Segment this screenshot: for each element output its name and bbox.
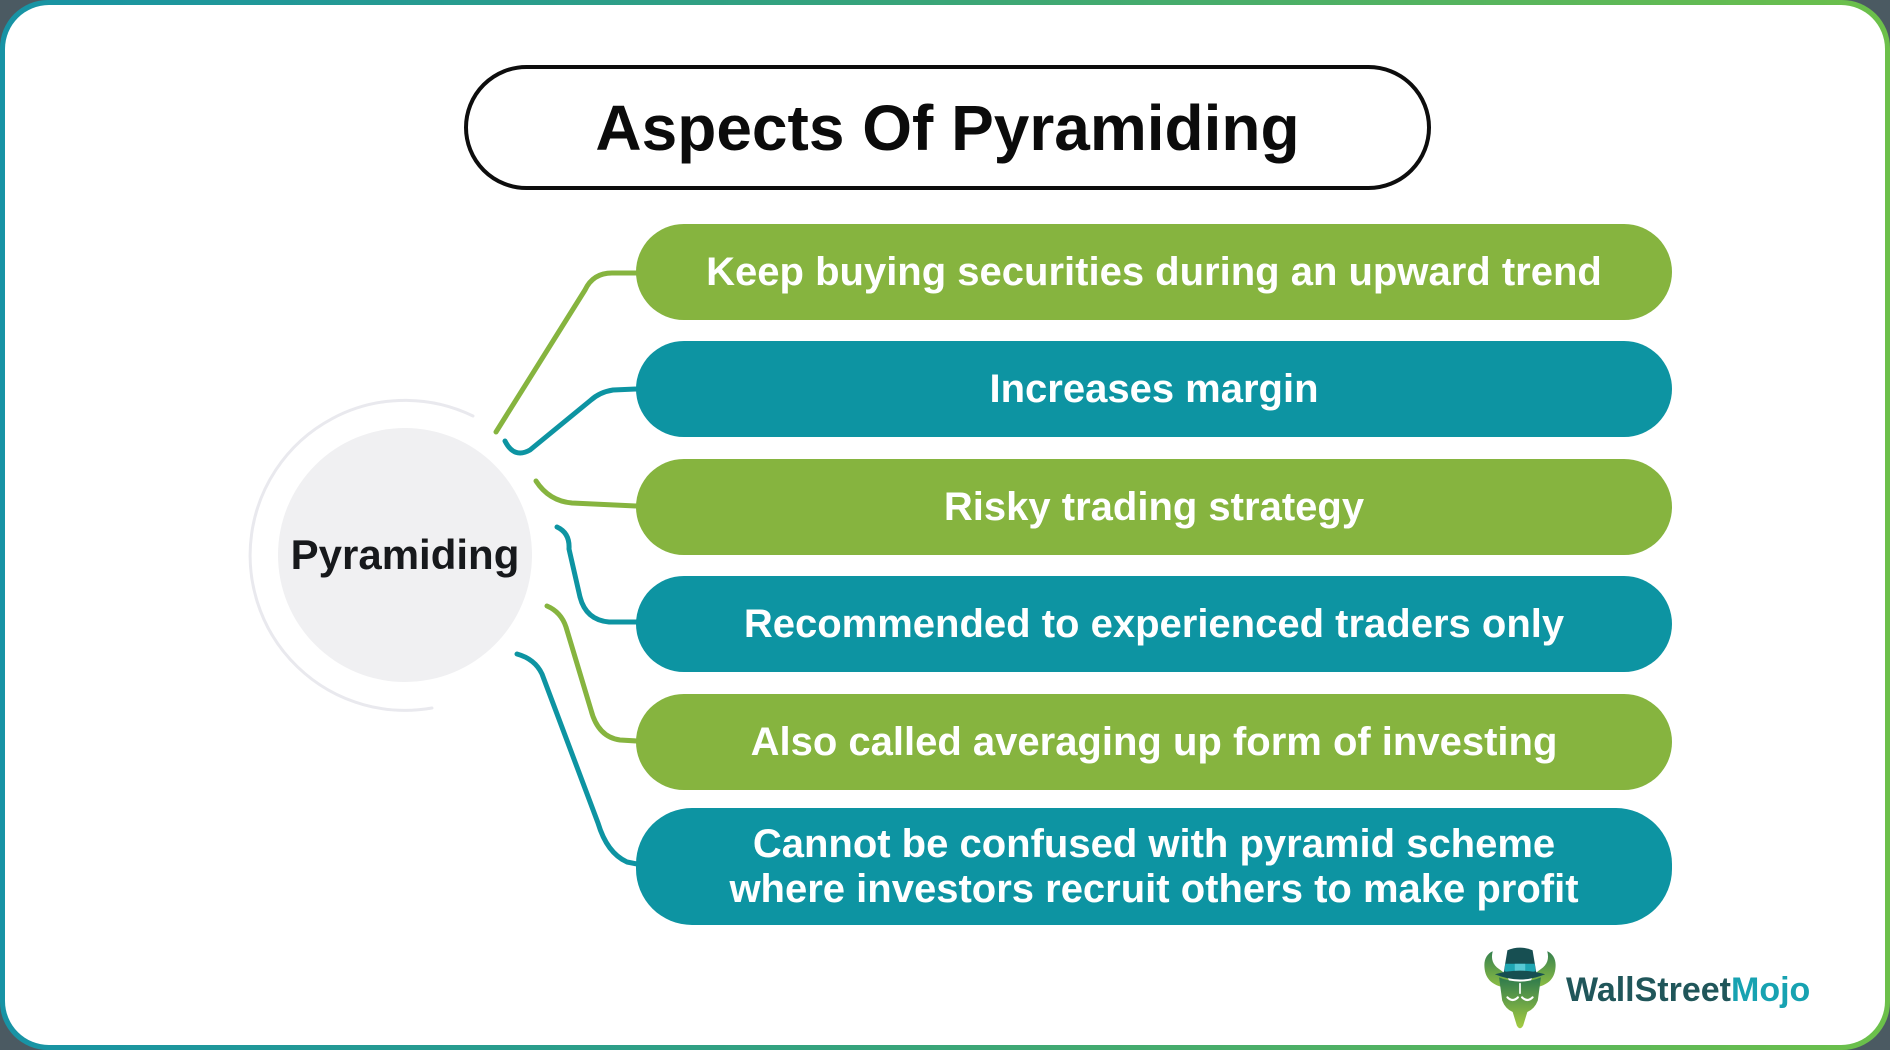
aspect-bar-2: Increases margin: [636, 341, 1672, 437]
aspect-bar-1-text: Keep buying securities during an upward …: [706, 249, 1602, 294]
connector-graphic: [248, 270, 640, 867]
aspect-bar-6: Cannot be confused with pyramid scheme w…: [636, 808, 1672, 925]
aspect-bar-5: Also called averaging up form of investi…: [636, 694, 1672, 790]
diagram-layer: Aspects Of Pyramiding Pyramiding Keep bu…: [5, 5, 1885, 1045]
connector-line-1: [493, 270, 640, 435]
brand-name-part1: WallStreet: [1566, 970, 1732, 1009]
aspect-bar-3: Risky trading strategy: [636, 459, 1672, 555]
center-topic-label: Pyramiding: [290, 531, 520, 578]
card: Aspects Of Pyramiding Pyramiding Keep bu…: [5, 5, 1885, 1045]
connector-line-3: [533, 478, 640, 509]
aspect-bar-6-text-line2: where investors recruit others to make p…: [729, 866, 1579, 911]
aspect-bar-4-text: Recommended to experienced traders only: [743, 601, 1565, 646]
connector-line-2: [502, 386, 640, 456]
page-title: Aspects Of Pyramiding: [595, 91, 1300, 164]
center-ring-arc: [248, 398, 475, 712]
aspect-bar-4: Recommended to experienced traders only: [636, 576, 1672, 672]
title-capsule: Aspects Of Pyramiding: [464, 65, 1431, 190]
aspect-bar-2-text: Increases margin: [989, 366, 1319, 411]
brand-name-part2: Mojo: [1731, 970, 1811, 1009]
connector-line-4: [554, 524, 640, 625]
aspect-bar-6-text-line1: Cannot be confused with pyramid scheme: [752, 821, 1556, 866]
aspect-bar-3-text: Risky trading strategy: [943, 484, 1365, 529]
center-topic-circle: [278, 428, 532, 682]
aspect-bar-1: Keep buying securities during an upward …: [636, 224, 1672, 320]
connector-line-6: [514, 651, 640, 867]
aspect-bar-5-text: Also called averaging up form of investi…: [750, 719, 1558, 764]
bull-with-top-hat-icon: [1484, 947, 1556, 1029]
brand-name: WallStreetMojo: [1566, 971, 1810, 1010]
brand-logo: WallStreetMojo: [1480, 946, 1810, 1034]
connector-line-5: [544, 603, 640, 744]
